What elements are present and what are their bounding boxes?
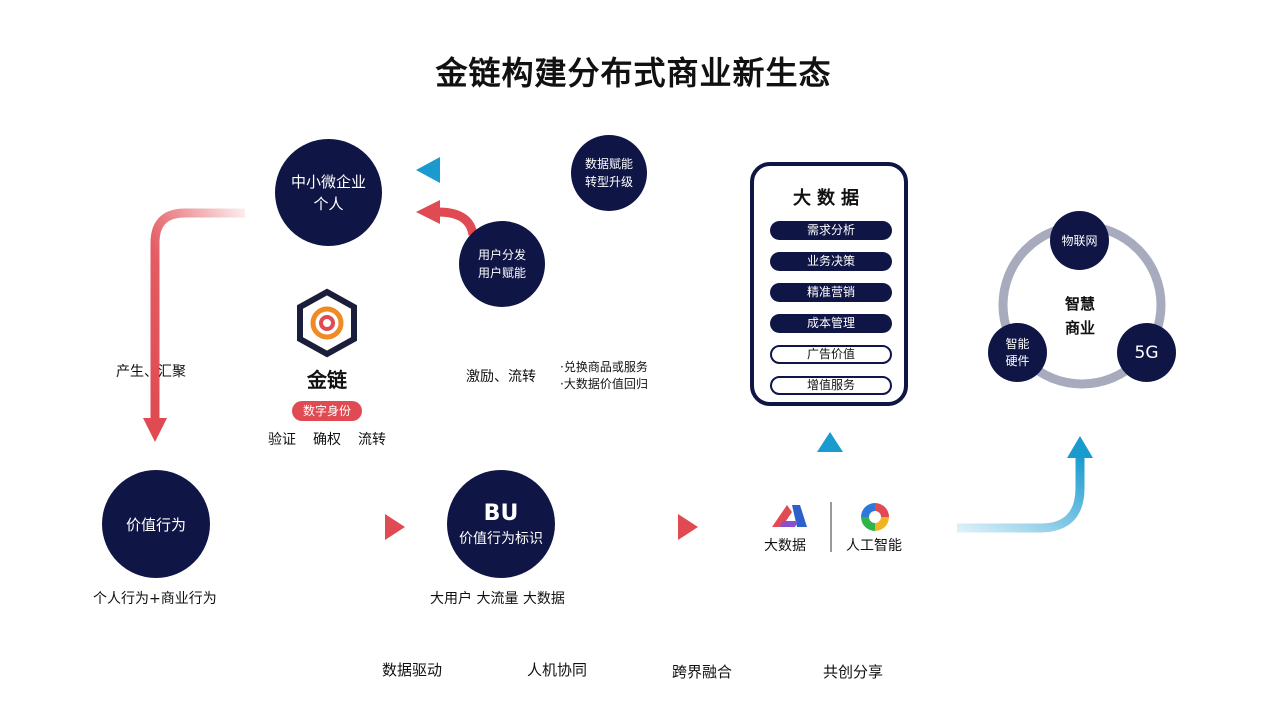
brand-function-verify: 验证: [268, 432, 296, 448]
node-enable-line2: 转型升级: [584, 175, 633, 189]
node-5g: 5G: [1117, 323, 1176, 382]
footer-data-driven: 数据驱动: [382, 661, 443, 679]
node-value-label: 价值行为: [125, 515, 186, 534]
arrow-enable-head: [416, 157, 440, 183]
node-distrib-line2: 用户赋能: [477, 266, 526, 280]
bigdata-panel: 大数据 需求分析 业务决策 精准营销 成本管理 广告价值 增值服务: [750, 162, 908, 406]
bigdata-item: 业务决策: [770, 252, 892, 271]
footer-crossover: 跨界融合: [672, 663, 733, 681]
footer-human-machine: 人机协同: [527, 661, 588, 679]
label-big3: 大用户 大流量 大数据: [430, 591, 565, 607]
node-bu: BU 价值行为标识: [447, 470, 555, 578]
arrow-distrib-curve: [437, 207, 478, 236]
arrow-distrib-head: [416, 200, 440, 224]
node-value-behavior: 价值行为: [102, 470, 210, 578]
node-distrib-line1: 用户分发: [477, 248, 526, 262]
node-hw-line1: 智能: [1005, 336, 1030, 351]
label-personal-behavior: 个人行为+商业行为: [93, 591, 217, 607]
brand-function-rights: 确权: [313, 432, 341, 448]
node-5g-label: 5G: [1134, 342, 1159, 363]
node-iot-label: 物联网: [1061, 234, 1098, 248]
arrow-tech-up-head: [817, 432, 843, 452]
bigdata-logo-icon: [772, 505, 807, 527]
jinlian-logo-icon: [297, 288, 357, 358]
label-incentive: 激励、流转: [466, 369, 536, 385]
bigdata-item: 需求分析: [770, 221, 892, 240]
smart-business-label: 智慧 商业: [1040, 292, 1120, 340]
node-sme-line1: 中小微企业: [290, 172, 366, 191]
smart-line1: 智慧: [1064, 295, 1095, 313]
arrow-smart-head: [1067, 436, 1093, 458]
node-iot: 物联网: [1050, 211, 1109, 270]
bigdata-item-outline: 广告价值: [770, 345, 892, 364]
node-user-distribution: 用户分发 用户赋能: [459, 221, 545, 307]
label-bigdata-logo: 大数据: [764, 538, 806, 554]
node-enable-line1: 数据赋能: [584, 157, 633, 171]
brand-function-transfer: 流转: [358, 432, 386, 448]
bigdata-item-outline: 增值服务: [770, 376, 892, 395]
node-sme-line2: 个人: [313, 194, 344, 213]
brand-name: 金链: [307, 368, 347, 392]
bigdata-panel-title: 大数据: [793, 188, 865, 209]
node-bu-subtitle: 价值行为标识: [459, 531, 543, 547]
label-redeem-2: ·大数据价值回归: [560, 377, 648, 391]
node-smart-hardware: 智能 硬件: [988, 323, 1047, 382]
arrow-produce-line: [150, 208, 245, 420]
bigdata-item: 成本管理: [770, 314, 892, 333]
label-ai-logo: 人工智能: [846, 538, 902, 554]
smart-line2: 商业: [1064, 319, 1095, 337]
arrow-smart-curve: [957, 456, 1085, 533]
node-sme: 中小微企业 个人: [275, 139, 382, 246]
node-data-enable: 数据赋能 转型升级: [571, 135, 647, 211]
footer-co-create: 共创分享: [823, 663, 884, 681]
arrow-bu-tech-head: [678, 514, 698, 540]
digital-id-badge: 数字身份: [292, 401, 362, 421]
label-redeem-1: ·兑换商品或服务: [560, 360, 648, 374]
bigdata-item: 精准营销: [770, 283, 892, 302]
arrow-produce-head: [143, 418, 167, 442]
ai-logo-icon: [861, 503, 889, 531]
node-bu-title: BU: [483, 501, 519, 526]
page-title: 金链构建分布式商业新生态: [435, 54, 832, 92]
node-hw-line2: 硬件: [1005, 353, 1030, 368]
arrow-value-bu-head: [385, 514, 405, 540]
label-produce: 产生、汇聚: [116, 364, 186, 380]
